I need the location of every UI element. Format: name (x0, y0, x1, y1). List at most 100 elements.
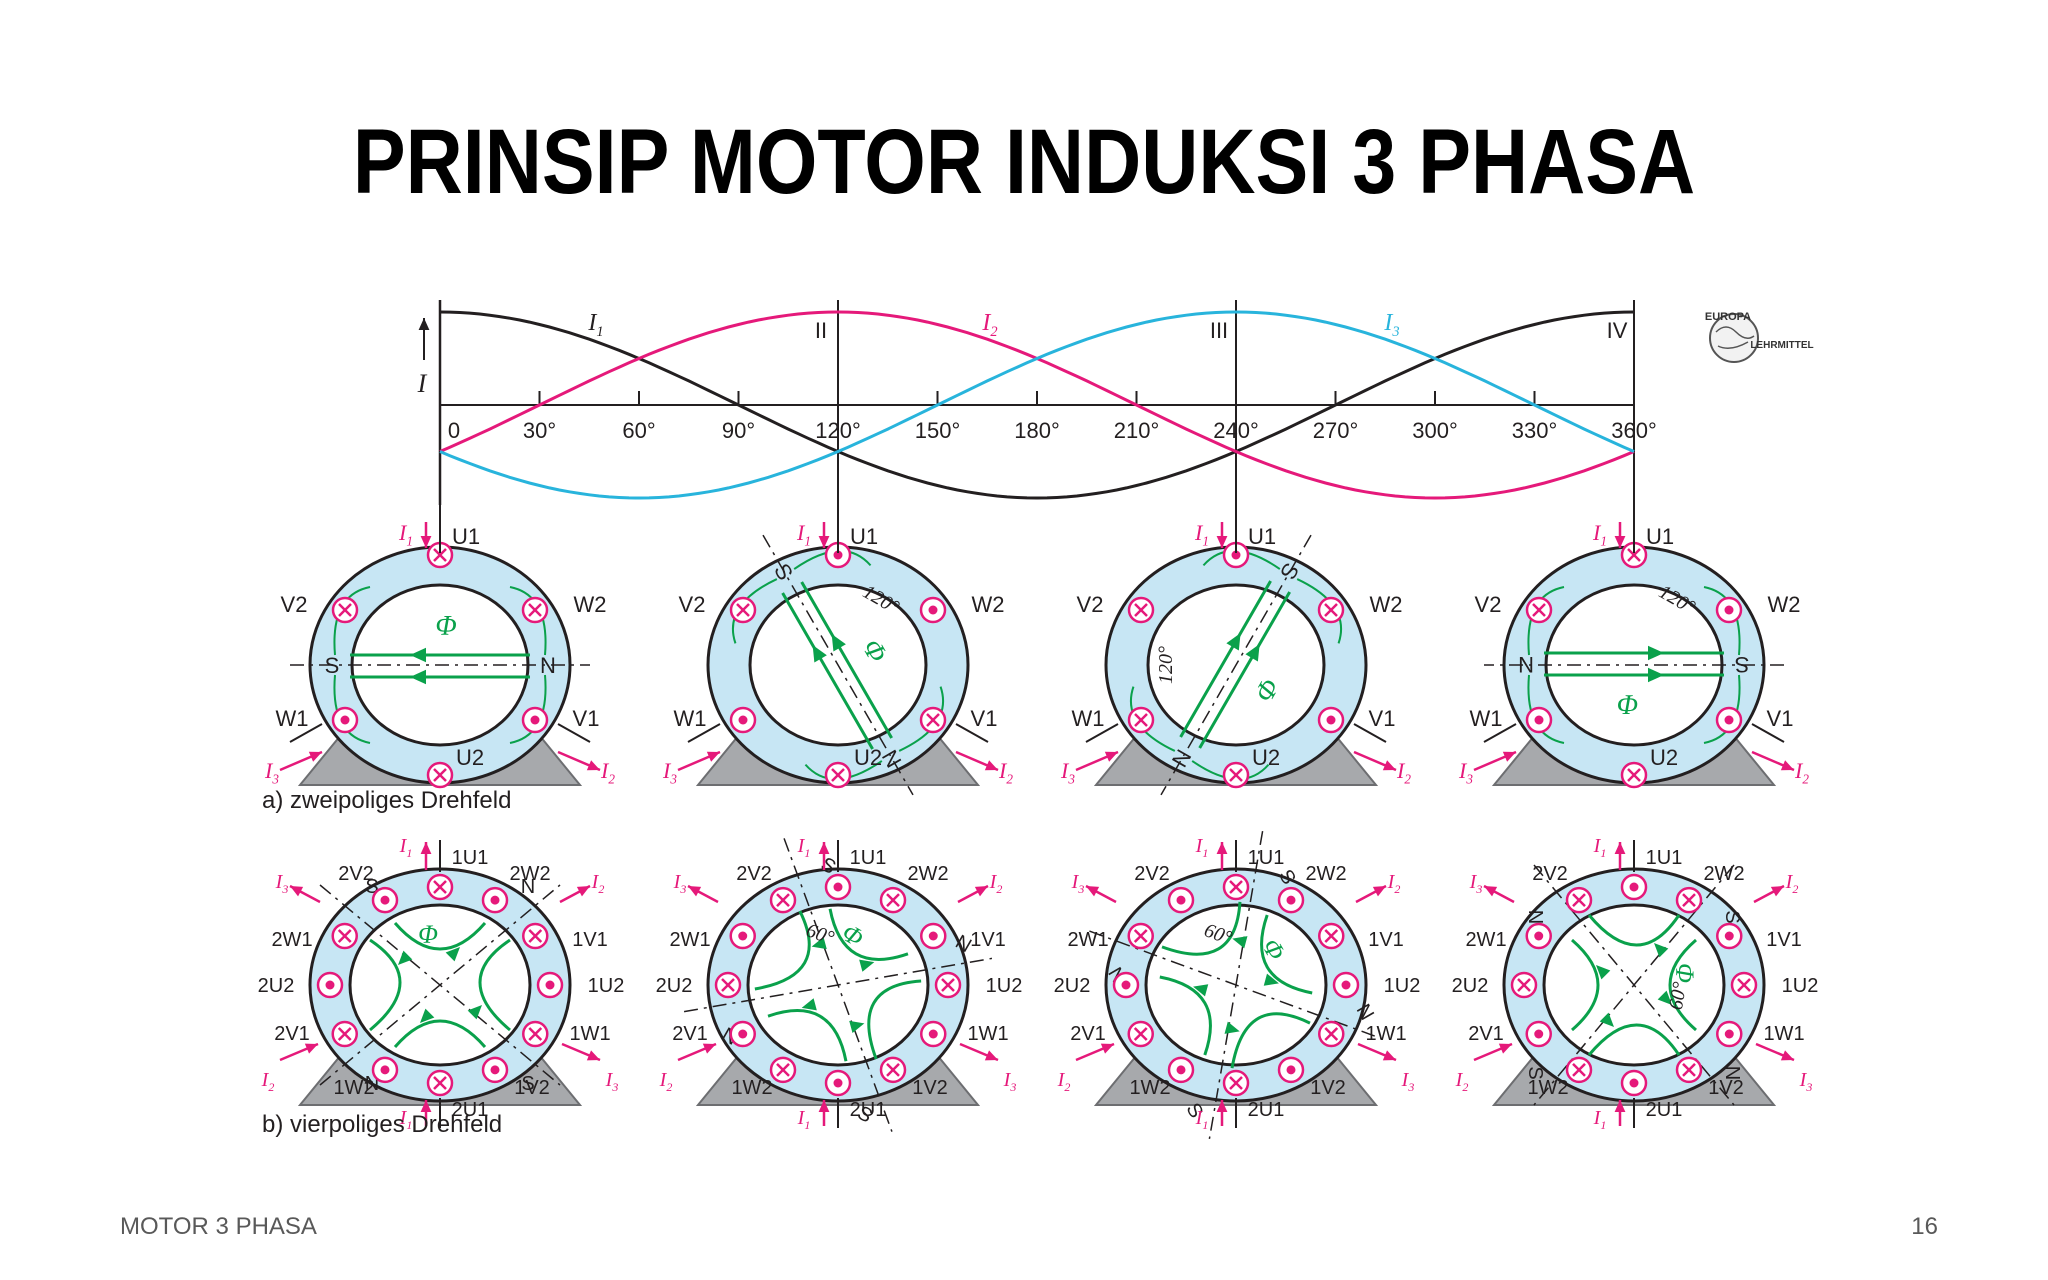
flux-symbol: Φ (1670, 963, 1699, 983)
current-out-dot (380, 1065, 390, 1075)
current-out-dot (325, 980, 335, 990)
current-label: I1 (1195, 835, 1209, 860)
current-in-cross (1737, 978, 1751, 992)
pole-n: N (1518, 652, 1534, 677)
arrow-head (420, 842, 432, 854)
current-in-cross (1682, 1062, 1696, 1077)
flux-line (478, 938, 511, 1032)
arrow-head (398, 950, 413, 965)
current-in-cross (831, 768, 845, 782)
arrow-head (1614, 842, 1626, 854)
flux-line (800, 581, 893, 739)
current-in-cross (721, 978, 735, 992)
terminal-1u2: 1U2 (588, 975, 625, 997)
current-out-dot (833, 882, 843, 892)
terminal-v1: V1 (1369, 706, 1396, 731)
current-in-cross (776, 893, 790, 908)
current-out-dot (1724, 715, 1734, 725)
arrow-head (576, 886, 590, 897)
arrow-head (1224, 1021, 1240, 1034)
caption-two-pole: a) zweipoliges Drehfeld (262, 787, 511, 814)
current-out-dot (1629, 1078, 1639, 1088)
x-tick-label: 180° (1014, 418, 1060, 443)
terminal-2u2: 2U2 (1452, 975, 1489, 997)
current-in-cross (1134, 603, 1148, 617)
current-in-cross (337, 929, 352, 943)
arrow-head (586, 1050, 600, 1061)
current-out-dot (545, 980, 555, 990)
current-in-cross (1133, 1027, 1148, 1041)
current-in-cross (941, 978, 955, 992)
current-out-dot (1286, 895, 1296, 905)
roman-marker: III (1210, 318, 1228, 343)
terminal-1w1: 1W1 (967, 1023, 1008, 1045)
flux-line (1587, 914, 1681, 947)
current-in-cross (776, 1062, 790, 1077)
terminal-v2: V2 (281, 592, 308, 617)
terminal-2w1: 2W1 (669, 929, 710, 951)
arrow-head (801, 998, 817, 1011)
current-in-cross (1134, 713, 1148, 727)
current-in-cross (1324, 603, 1338, 617)
arrow-head (1086, 886, 1100, 897)
current-out-dot (1534, 715, 1544, 725)
current-label: I3 (275, 871, 289, 896)
current-in-cross (886, 1062, 900, 1077)
terminal-1w2: 1W2 (1129, 1077, 1170, 1099)
terminal-u1: U1 (1646, 524, 1674, 549)
terminal-w2: W2 (574, 592, 607, 617)
flux-symbol: Φ (1617, 688, 1638, 719)
current-label: I1 (797, 835, 811, 860)
terminal-1v2: 1V2 (912, 1077, 948, 1099)
arrow-head (1780, 1050, 1794, 1061)
x-tick-label: 30° (523, 418, 556, 443)
curve-i3 (439, 310, 1635, 500)
x-tick-label: 150° (915, 418, 961, 443)
current-out-dot (1534, 1029, 1544, 1039)
arrow-head (859, 959, 875, 972)
current-label: I2 (989, 871, 1003, 896)
field-axis (1160, 534, 1312, 796)
europa-lehrmittel-logo: EUROPA LEHRMITTEL (1705, 311, 1814, 363)
current-in-cross (528, 929, 543, 943)
logo-continents (1715, 326, 1755, 349)
current-in-cross (1229, 1076, 1243, 1090)
current-label: I3 (1458, 758, 1473, 787)
terminal-2v2: 2V2 (736, 863, 772, 885)
arrow-head (290, 886, 304, 897)
arrow-head (1382, 760, 1396, 771)
current-in-cross (528, 603, 542, 617)
arrow-head (420, 536, 432, 548)
current-label: I3 (1071, 871, 1085, 896)
slide-title: PRINSIP MOTOR INDUKSI 3 PHASA (352, 111, 1696, 213)
current-in-cross (1627, 548, 1641, 562)
terminal-1w1: 1W1 (569, 1023, 610, 1045)
current-in-cross (433, 880, 447, 894)
terminal-2u1: 2U1 (850, 1099, 887, 1121)
terminal-2w2: 2W2 (1305, 863, 1346, 885)
current-in-cross (1229, 768, 1243, 782)
current-label: I3 (1003, 1069, 1017, 1094)
terminal-w1: W1 (1072, 706, 1105, 731)
current-label: I2 (1396, 758, 1411, 787)
field-axis (1533, 864, 1735, 1106)
current-out-dot (738, 1029, 748, 1039)
arrow-head (420, 1100, 432, 1112)
terminal-2w1: 2W1 (271, 929, 312, 951)
logo-text-top: EUROPA (1705, 311, 1751, 323)
current-in-cross (1133, 929, 1148, 943)
arrow-head (1648, 667, 1664, 683)
current-out-dot (1176, 895, 1186, 905)
rotation-angle: 60° (1665, 980, 1692, 1011)
current-label: I2 (998, 758, 1013, 787)
logo-text-bottom: LEHRMITTEL (1750, 340, 1813, 351)
current-in-cross (1627, 768, 1641, 782)
current-label: I3 (1469, 871, 1483, 896)
pole-s: S (521, 1073, 534, 1095)
